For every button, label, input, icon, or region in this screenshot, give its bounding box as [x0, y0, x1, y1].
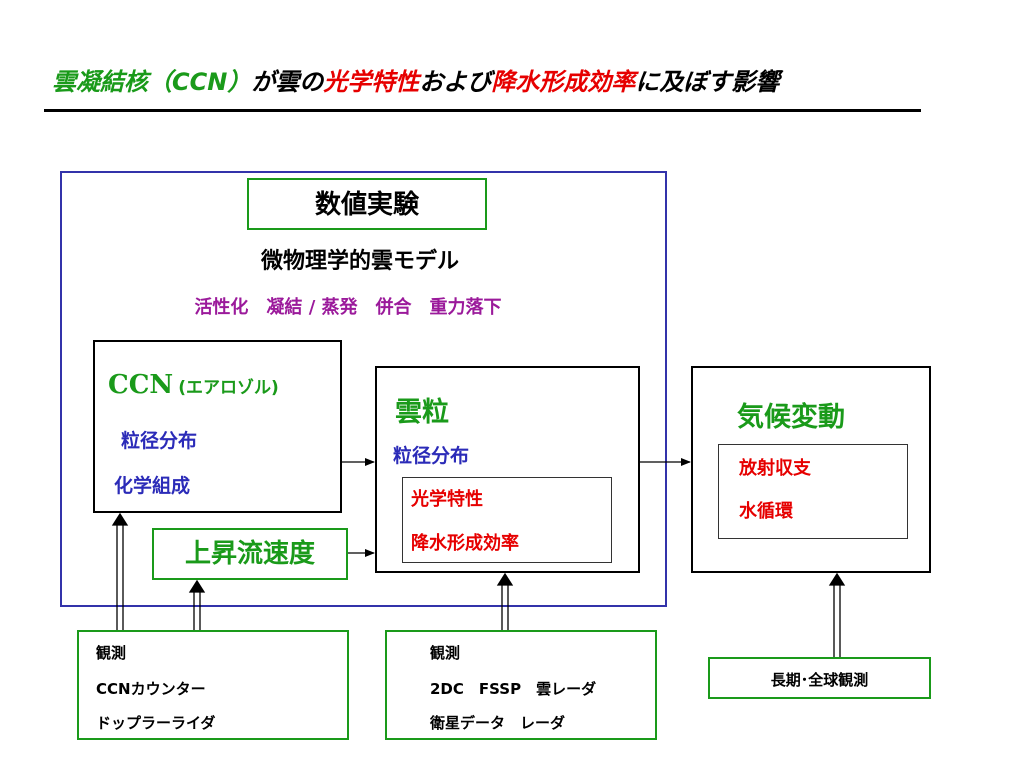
obs-left-ccn-counter: CCNカウンター	[96, 680, 206, 698]
observation-box-left: 観測 CCNカウンター ドップラーライダ	[77, 630, 349, 740]
climate-change-title: 気候変動	[737, 402, 845, 433]
water-cycle-label: 水循環	[739, 501, 793, 522]
obs-mid-instruments: 2DC FSSP 雲レーダ	[430, 680, 597, 698]
title-precip: 降水形成効率	[491, 68, 636, 96]
ccn-title-sub: (エアロゾル)	[178, 378, 279, 398]
updraft-label: 上昇流速度	[184, 539, 315, 569]
cloud-size-distribution: 粒径分布	[393, 445, 470, 467]
ccn-chemical-composition: 化学組成	[114, 475, 191, 497]
updraft-box: 上昇流速度	[152, 528, 348, 580]
arrow-obs-to-climate	[828, 572, 846, 657]
observation-box-right: 長期･全球観測	[708, 657, 931, 699]
optical-properties-label: 光学特性	[411, 489, 483, 510]
page-title: 雲凝結核（CCN）が雲の光学特性および降水形成効率に及ぼす影響	[52, 62, 779, 97]
radiation-budget-label: 放射収支	[739, 458, 811, 479]
observation-box-middle: 観測 2DC FSSP 雲レーダ 衛星データ レーダ	[385, 630, 657, 740]
climate-change-box: 気候変動 放射収支 水循環	[691, 366, 931, 573]
title-ccn: 雲凝結核（CCN）	[52, 68, 252, 96]
arrow-obs-to-cloud	[496, 572, 514, 630]
ccn-size-distribution: 粒径分布	[121, 430, 198, 452]
obs-mid-satellite-radar: 衛星データ レーダ	[430, 714, 566, 732]
cloud-model-label: 微物理学的雲モデル	[260, 249, 459, 274]
title-text-c: に及ぼす影響	[635, 68, 780, 96]
title-optical: 光学特性	[323, 68, 420, 96]
title-text-a: が雲の	[251, 68, 324, 96]
ccn-box: CCN (エアロゾル) 粒径分布 化学組成	[93, 340, 342, 513]
obs-left-doppler-lidar: ドップラーライダ	[96, 714, 216, 732]
ccn-title-main: CCN	[108, 370, 174, 400]
precipitation-efficiency-label: 降水形成効率	[411, 533, 519, 554]
arrow-obs-to-updraft	[188, 579, 206, 630]
cloud-properties-box: 光学特性 降水形成効率	[402, 477, 612, 563]
obs-right-longterm-global: 長期･全球観測	[770, 671, 869, 689]
numerical-experiment-box: 数値実験	[247, 178, 487, 230]
obs-left-heading: 観測	[96, 644, 127, 662]
numerical-experiment-label: 数値実験	[314, 190, 419, 220]
title-text-b: および	[419, 68, 492, 96]
processes-label: 活性化 凝結 / 蒸発 併合 重力落下	[194, 297, 502, 318]
climate-effects-box: 放射収支 水循環	[718, 444, 908, 539]
ccn-title: CCN (エアロゾル)	[108, 370, 279, 400]
obs-mid-heading: 観測	[430, 644, 461, 662]
title-underline	[44, 109, 921, 112]
cloud-droplet-box: 雲粒 粒径分布 光学特性 降水形成効率	[375, 366, 640, 573]
numerical-experiment-frame	[60, 171, 667, 607]
cloud-droplet-title: 雲粒	[395, 397, 449, 428]
arrow-obs-to-ccn	[111, 512, 129, 630]
